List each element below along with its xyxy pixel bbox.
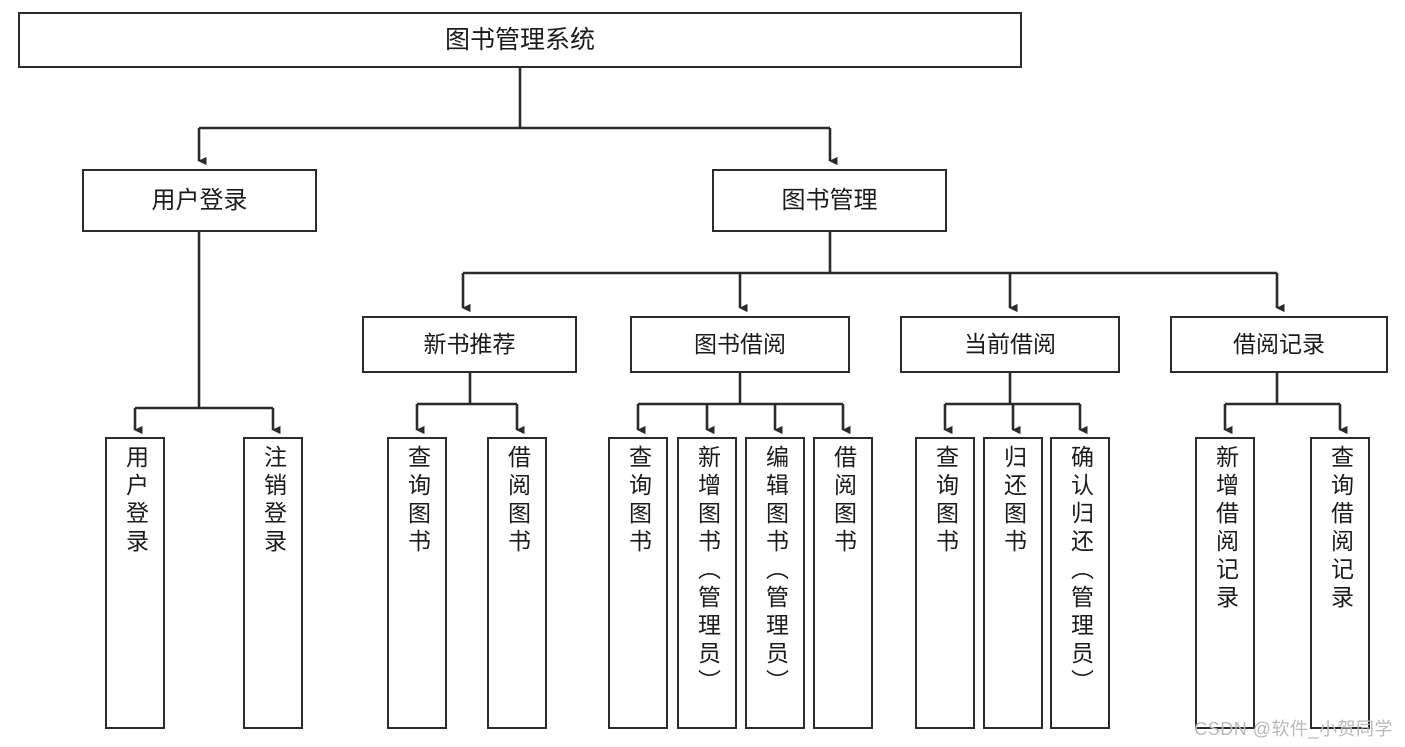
node-book-borrowing-label: 图书借阅 (694, 331, 786, 358)
node-new-book-recommendation-label: 新书推荐 (423, 331, 516, 358)
leaf-edit-book-admin[interactable]: 编辑图书（管理员） (745, 437, 805, 729)
leaf-query-books-current-label: 查询图书 (932, 445, 959, 557)
leaf-user-login-label: 用户登录 (122, 445, 149, 557)
leaf-edit-book-admin-label: 编辑图书（管理员） (762, 445, 789, 697)
leaf-query-borrow-record-label: 查询借阅记录 (1327, 445, 1354, 613)
leaf-confirm-return-admin-label: 确认归还（管理员） (1067, 445, 1094, 697)
leaf-confirm-return-admin[interactable]: 确认归还（管理员） (1050, 437, 1110, 729)
leaf-logout-label: 注销登录 (260, 445, 287, 557)
leaf-borrow-books-new[interactable]: 借阅图书 (487, 437, 547, 729)
node-new-book-recommendation[interactable]: 新书推荐 (362, 316, 577, 373)
leaf-query-borrow-record[interactable]: 查询借阅记录 (1310, 437, 1370, 729)
leaf-borrow-books-new-label: 借阅图书 (504, 445, 531, 557)
leaf-logout[interactable]: 注销登录 (243, 437, 303, 729)
leaf-add-book-admin[interactable]: 新增图书（管理员） (677, 437, 737, 729)
node-current-borrowing[interactable]: 当前借阅 (900, 316, 1120, 373)
node-book-borrowing[interactable]: 图书借阅 (630, 316, 850, 373)
leaf-query-books-borrow[interactable]: 查询图书 (608, 437, 668, 729)
node-user-login[interactable]: 用户登录 (82, 169, 317, 232)
node-borrowing-records-label: 借阅记录 (1233, 331, 1325, 358)
leaf-borrow-books[interactable]: 借阅图书 (813, 437, 873, 729)
leaf-borrow-books-label: 借阅图书 (830, 445, 857, 557)
leaf-user-login[interactable]: 用户登录 (105, 437, 165, 729)
node-root-label: 图书管理系统 (444, 25, 595, 54)
leaf-query-books-current[interactable]: 查询图书 (915, 437, 975, 729)
leaf-add-borrow-record-label: 新增借阅记录 (1212, 445, 1239, 613)
node-user-login-label: 用户登录 (151, 186, 248, 214)
leaf-query-books-borrow-label: 查询图书 (625, 445, 652, 557)
node-book-management-label: 图书管理 (781, 186, 878, 214)
node-book-management[interactable]: 图书管理 (712, 169, 947, 232)
leaf-return-books[interactable]: 归还图书 (983, 437, 1043, 729)
leaf-query-books-new[interactable]: 查询图书 (387, 437, 447, 729)
leaf-add-book-admin-label: 新增图书（管理员） (694, 445, 721, 697)
node-current-borrowing-label: 当前借阅 (964, 331, 1056, 358)
leaf-query-books-new-label: 查询图书 (404, 445, 431, 557)
node-root-book-management-system[interactable]: 图书管理系统 (18, 12, 1022, 68)
leaf-add-borrow-record[interactable]: 新增借阅记录 (1195, 437, 1255, 729)
node-borrowing-records[interactable]: 借阅记录 (1170, 316, 1388, 373)
leaf-return-books-label: 归还图书 (1000, 445, 1027, 557)
